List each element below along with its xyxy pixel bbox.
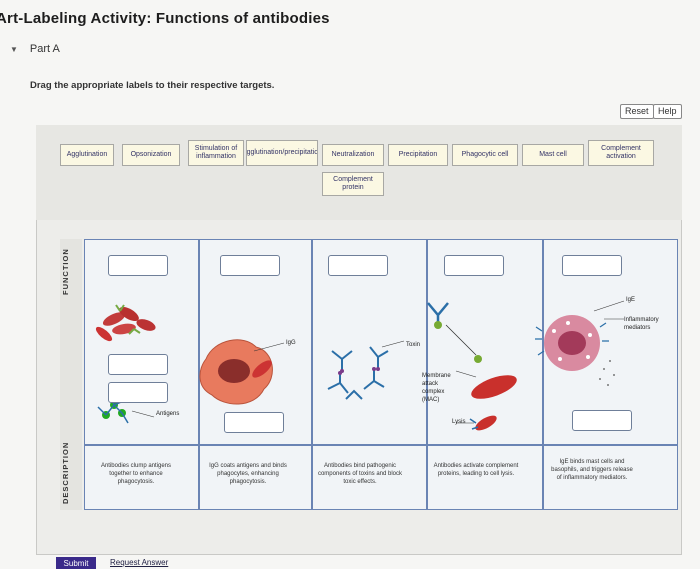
label-opsonization[interactable]: Opsonization <box>122 144 180 166</box>
drop-target-function-5[interactable] <box>562 255 622 276</box>
agglutinated-bacteria-icon <box>95 304 156 342</box>
description-row-label: DESCRIPTION <box>61 441 70 504</box>
grid-column-divider <box>311 240 313 509</box>
part-header[interactable]: ▼ Part A <box>10 43 60 55</box>
function-row-label: FUNCTION <box>61 248 70 295</box>
drop-target-mast-cell[interactable] <box>572 410 632 431</box>
label-complement-activation[interactable]: Complement activation <box>588 140 654 166</box>
description-agglutination: Antibodies clump antigens together to en… <box>100 463 172 485</box>
description-neutralization: Antibodies bind pathogenic components of… <box>317 463 403 485</box>
lysed-bacterium-icon <box>455 370 517 431</box>
drop-target-function-4[interactable] <box>444 255 504 276</box>
label-neutralization[interactable]: Neutralization <box>322 144 384 166</box>
caption-membrane-attack-complex: Membrane attack complex (MAC) <box>422 373 451 403</box>
drop-target-function-1[interactable] <box>108 255 168 276</box>
mast-cell-icon <box>535 300 625 386</box>
toxin-antibody-icon <box>327 346 389 400</box>
caption-lysis: Lysis <box>452 419 466 425</box>
description-complement: Antibodies activate complement proteins,… <box>433 463 519 477</box>
antibody-function-illustrations <box>95 300 625 431</box>
grid-sidebar <box>60 239 82 510</box>
caption-igg: IgG <box>286 340 296 346</box>
label-agglutination-precipitation[interactable]: Agglutination/precipitation <box>246 140 318 166</box>
drop-target-function-3[interactable] <box>328 255 388 276</box>
caption-antigens: Antigens <box>156 411 180 417</box>
description-inflammation: IgE binds mast cells and basophils, and … <box>551 459 633 481</box>
submit-button[interactable]: Submit <box>56 557 96 569</box>
instructions: Drag the appropriate labels to their res… <box>30 80 275 91</box>
label-mast-cell[interactable]: Mast cell <box>522 144 584 166</box>
label-precipitation[interactable]: Precipitation <box>388 144 448 166</box>
part-label: Part A <box>29 43 60 55</box>
label-phagocytic-cell[interactable]: Phagocytic cell <box>452 144 518 166</box>
grid-column-divider <box>426 240 428 509</box>
drop-target-agglutination-detail-2[interactable] <box>108 382 168 403</box>
grid-row-divider <box>85 444 677 446</box>
label-complement-protein[interactable]: Complement protein <box>322 172 384 196</box>
drop-target-function-2[interactable] <box>220 255 280 276</box>
page-title: Art-Labeling Activity: Functions of anti… <box>0 10 330 27</box>
help-button[interactable]: Help <box>653 104 682 119</box>
reset-button[interactable]: Reset <box>620 104 654 119</box>
drop-target-agglutination-detail[interactable] <box>108 354 168 375</box>
description-opsonization: IgG coats antigens and binds phagocytes,… <box>209 463 287 485</box>
collapse-caret-icon[interactable]: ▼ <box>10 44 18 54</box>
complement-antibody-icon <box>427 302 482 363</box>
request-answer-link[interactable]: Request Answer <box>110 558 169 567</box>
caption-toxin: Toxin <box>406 342 421 348</box>
caption-ige: IgE <box>626 297 636 303</box>
function-grid <box>84 239 678 510</box>
label-stimulation-of-inflammation[interactable]: Stimulation of inflammation <box>188 140 244 166</box>
phagocyte-icon <box>199 339 285 405</box>
caption-inflammatory-mediators: Inflammatory mediators <box>624 317 659 331</box>
label-agglutination[interactable]: Agglutination <box>60 144 114 166</box>
grid-column-divider <box>542 240 544 509</box>
drop-target-opsonization-cell[interactable] <box>224 412 284 433</box>
grid-column-divider <box>198 240 200 509</box>
